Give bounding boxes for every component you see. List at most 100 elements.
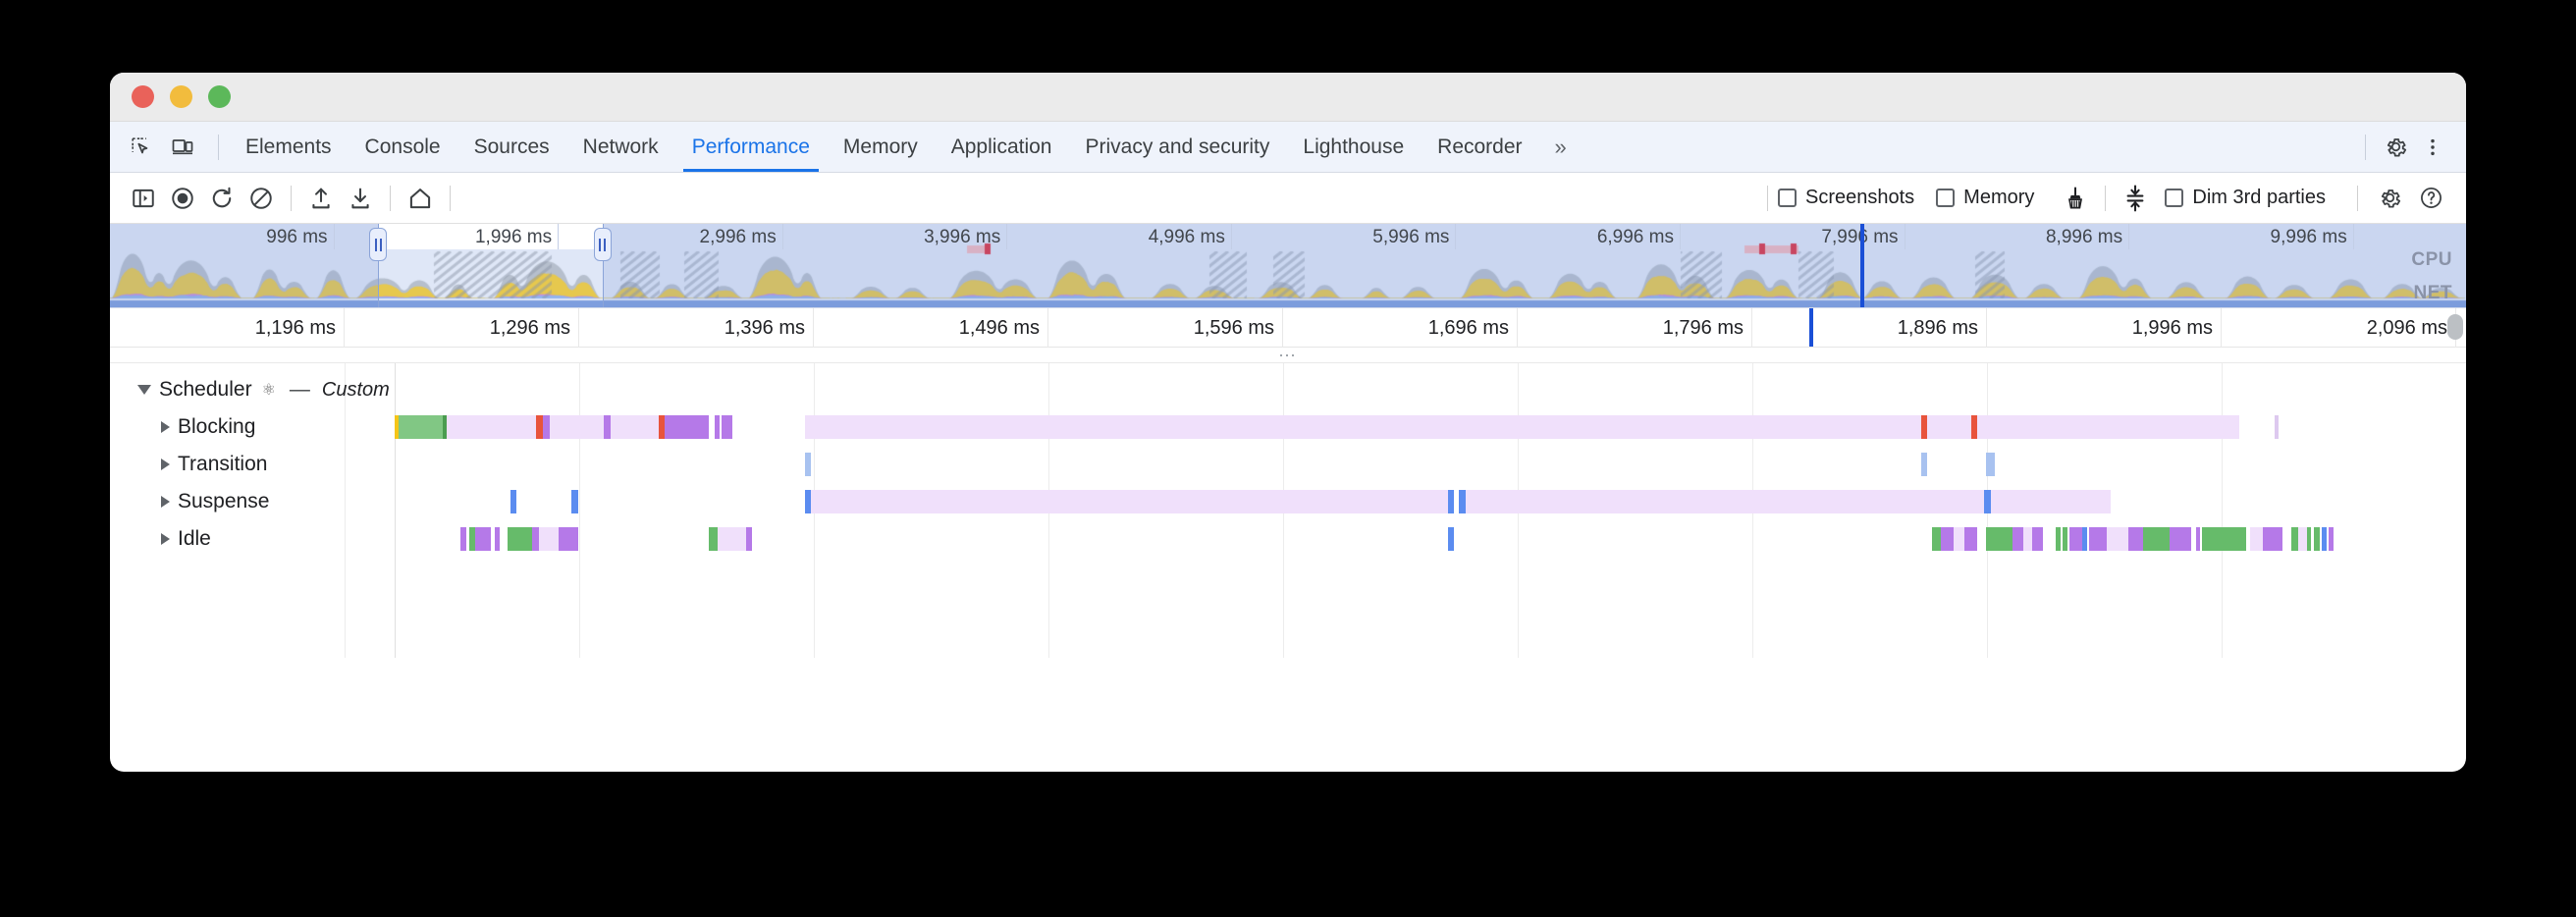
flame-event-bar[interactable] (2263, 527, 2283, 551)
tab-recorder[interactable]: Recorder (1437, 135, 1523, 158)
flame-event-bar[interactable] (1458, 490, 1466, 513)
download-profile-button[interactable] (341, 181, 380, 216)
overview-resize-handle[interactable] (593, 228, 612, 261)
track-bars-transition[interactable] (395, 446, 2466, 483)
overview-resize-handle[interactable] (369, 228, 388, 261)
flame-event-bar[interactable] (510, 490, 517, 513)
flame-event-bar[interactable] (399, 415, 443, 439)
flame-event-bar[interactable] (1970, 415, 1978, 439)
flame-event-bar[interactable] (1984, 490, 1991, 513)
flame-event-bar[interactable] (2106, 527, 2128, 551)
flame-event-bar[interactable] (1920, 453, 1928, 476)
flame-event-bar[interactable] (459, 527, 467, 551)
more-tabs-chevron-icon[interactable]: » (1554, 134, 1567, 159)
track-bars-blocking[interactable] (395, 408, 2466, 446)
flame-event-bar[interactable] (604, 415, 611, 439)
dim-3rd-parties-checkbox-box[interactable] (2165, 189, 2184, 207)
flame-event-bar[interactable] (538, 527, 559, 551)
flame-event-bar[interactable] (475, 527, 491, 551)
flame-event-bar[interactable] (2127, 527, 2144, 551)
flame-event-bar[interactable] (2274, 415, 2279, 439)
chevron-right-icon[interactable] (161, 496, 170, 508)
toggle-sidebar-button[interactable] (124, 181, 163, 216)
flame-event-bar[interactable] (1964, 527, 1978, 551)
flame-event-bar[interactable] (2291, 527, 2298, 551)
settings-gear-icon[interactable] (2378, 131, 2413, 164)
track-row-transition[interactable]: Transition (110, 446, 2466, 483)
flame-event-bar[interactable] (2063, 527, 2067, 551)
flame-event-bar[interactable] (1465, 490, 2111, 513)
record-button[interactable] (163, 181, 202, 216)
tab-application[interactable]: Application (950, 135, 1052, 158)
flame-event-bar[interactable] (2306, 527, 2312, 551)
flame-event-bar[interactable] (2195, 527, 2201, 551)
flame-event-bar[interactable] (1977, 415, 2239, 439)
flame-event-bar[interactable] (2169, 527, 2192, 551)
tab-privacy-and-security[interactable]: Privacy and security (1085, 135, 1270, 158)
maximize-window-button[interactable] (208, 85, 231, 108)
flame-event-bar[interactable] (495, 527, 500, 551)
flame-event-bar[interactable] (570, 490, 578, 513)
memory-checkbox[interactable]: Memory (1936, 187, 2034, 209)
tab-console[interactable]: Console (364, 135, 441, 158)
screenshots-checkbox-box[interactable] (1777, 189, 1797, 207)
flame-event-bar[interactable] (658, 415, 666, 439)
flame-event-bar[interactable] (717, 527, 746, 551)
overview-selection-window[interactable] (378, 224, 603, 249)
flame-event-bar[interactable] (1954, 527, 1965, 551)
flame-event-bar[interactable] (2313, 527, 2321, 551)
close-window-button[interactable] (132, 85, 154, 108)
flame-event-bar[interactable] (2068, 527, 2083, 551)
collapse-expand-icon[interactable] (2116, 181, 2155, 216)
track-name-transition-wrap[interactable]: Transition (110, 453, 395, 476)
flame-event-bar[interactable] (2250, 527, 2264, 551)
horizontal-scrollbar-thumb[interactable] (2447, 314, 2463, 340)
capture-settings-gear-icon[interactable] (2370, 181, 2409, 216)
flame-event-bar[interactable] (715, 415, 720, 439)
flame-event-bar[interactable] (2056, 527, 2061, 551)
flame-event-bar[interactable] (804, 453, 812, 476)
tab-network[interactable]: Network (582, 135, 659, 158)
tab-memory[interactable]: Memory (842, 135, 918, 158)
chevron-right-icon[interactable] (161, 533, 170, 545)
flame-event-bar[interactable] (536, 415, 544, 439)
track-row-idle[interactable]: Idle (110, 520, 2466, 558)
screenshots-checkbox[interactable]: Screenshots (1777, 187, 1914, 209)
dim-3rd-parties-checkbox[interactable]: Dim 3rd parties (2165, 187, 2326, 209)
flame-event-bar[interactable] (395, 415, 400, 439)
track-name-idle-wrap[interactable]: Idle (110, 527, 395, 551)
minimize-window-button[interactable] (170, 85, 192, 108)
chevron-right-icon[interactable] (161, 421, 170, 433)
flame-event-bar[interactable] (1986, 527, 2012, 551)
collect-garbage-broom-icon[interactable] (2056, 181, 2095, 216)
help-icon[interactable] (2411, 181, 2450, 216)
flame-event-bar[interactable] (447, 415, 537, 439)
track-bars-suspense[interactable] (395, 483, 2466, 520)
chevron-right-icon[interactable] (161, 458, 170, 470)
flame-event-bar[interactable] (558, 527, 578, 551)
flame-chart[interactable]: Scheduler ⚛ — Custom Blocking Transition (110, 363, 2466, 658)
flame-event-bar[interactable] (531, 527, 539, 551)
flame-event-bar[interactable] (2012, 527, 2024, 551)
flame-event-bar[interactable] (549, 415, 605, 439)
flame-event-bar[interactable] (745, 527, 753, 551)
track-name-blocking-wrap[interactable]: Blocking (110, 415, 395, 439)
flame-event-bar[interactable] (543, 415, 550, 439)
track-group-header[interactable]: Scheduler ⚛ — Custom (110, 378, 395, 402)
flame-event-bar[interactable] (2082, 527, 2087, 551)
flame-event-bar[interactable] (2322, 527, 2327, 551)
flame-event-bar[interactable] (708, 527, 718, 551)
clear-button[interactable] (242, 181, 281, 216)
reload-and-record-button[interactable] (202, 181, 242, 216)
memory-checkbox-box[interactable] (1936, 189, 1956, 207)
tab-lighthouse[interactable]: Lighthouse (1303, 135, 1405, 158)
more-options-icon[interactable] (2415, 131, 2450, 164)
track-row-suspense[interactable]: Suspense (110, 483, 2466, 520)
flame-event-bar[interactable] (1447, 490, 1455, 513)
tab-performance[interactable]: Performance (675, 122, 827, 172)
track-row-blocking[interactable]: Blocking (110, 408, 2466, 446)
home-button[interactable] (401, 181, 440, 216)
flame-event-bar[interactable] (2032, 527, 2044, 551)
